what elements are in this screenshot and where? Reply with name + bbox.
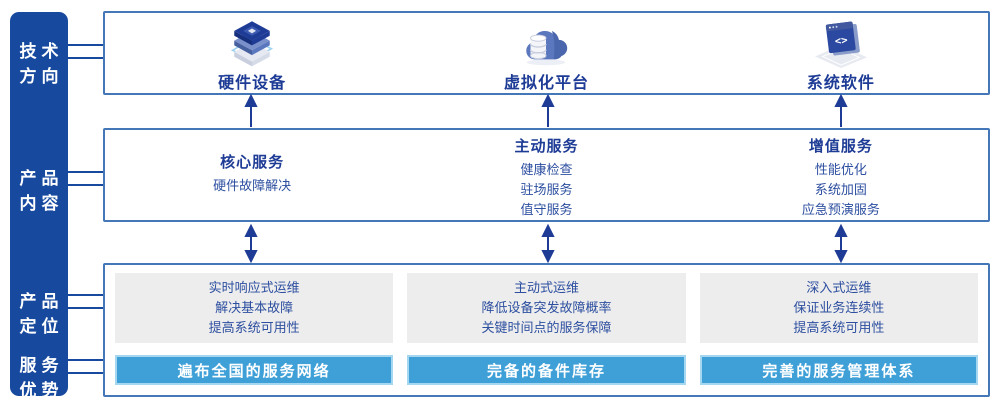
service-item: 硬件故障解决 — [213, 178, 292, 193]
advantage-bar: 遍布全国的服务网络 — [115, 355, 394, 385]
position-column-1: 实时响应式运维 解决基本故障 提高系统可用性 遍布全国的服务网络 — [115, 273, 394, 387]
up-arrow — [834, 93, 848, 127]
service-heading: 核心服务 — [220, 154, 285, 171]
sidebar-label-line: 优势 — [19, 381, 64, 400]
position-description: 深入式运维 保证业务连续性 提高系统可用性 — [699, 273, 978, 343]
connector-line — [62, 44, 104, 46]
tech-direction-box: 硬件设备 虚拟化平台 — [103, 11, 990, 95]
sidebar-label-line: 内容 — [19, 194, 64, 213]
connector-line — [62, 307, 104, 309]
advantage-bar: 完善的服务管理体系 — [699, 355, 978, 385]
service-item: 驻场服务 — [520, 182, 573, 197]
product-content-box: 核心服务 硬件故障解决 主动服务 健康检查 驻场服务 值守服务 增值服务 性能优… — [103, 128, 990, 222]
sidebar-label-line: 产品 — [19, 292, 64, 311]
connector-line — [62, 372, 104, 374]
position-line: 降低设备突发故障概率 — [481, 300, 612, 315]
product-position-box: 实时响应式运维 解决基本故障 提高系统可用性 遍布全国的服务网络 主动式运维 降… — [103, 263, 990, 397]
position-line: 深入式运维 — [806, 280, 872, 295]
service-heading: 主动服务 — [514, 138, 579, 155]
connector-line — [62, 294, 104, 296]
connector-line — [62, 57, 104, 59]
service-item: 系统加固 — [814, 182, 867, 197]
service-item: 健康检查 — [520, 162, 573, 177]
tech-label: 虚拟化平台 — [503, 75, 589, 92]
position-line: 实时响应式运维 — [208, 280, 300, 295]
code-window-icon: <> — [812, 17, 870, 68]
service-column-proactive: 主动服务 健康检查 驻场服务 值守服务 — [399, 130, 693, 220]
tech-label: 系统软件 — [806, 75, 875, 92]
tech-label: 硬件设备 — [218, 75, 287, 92]
tech-column-hardware: 硬件设备 — [105, 13, 399, 93]
double-arrow — [834, 223, 848, 264]
advantage-bar: 完备的备件库存 — [407, 355, 686, 385]
position-column-2: 主动式运维 降低设备突发故障概率 关键时间点的服务保障 完备的备件库存 — [407, 273, 686, 387]
position-line: 保证业务连续性 — [793, 300, 885, 315]
position-line: 提高系统可用性 — [793, 320, 885, 335]
position-line: 主动式运维 — [513, 280, 579, 295]
sidebar-label-line: 产品 — [19, 169, 64, 188]
server-stack-icon — [223, 17, 281, 68]
position-line: 关键时间点的服务保障 — [481, 320, 612, 335]
tech-column-virtualization: 虚拟化平台 — [399, 13, 693, 93]
service-column-value-added: 增值服务 性能优化 系统加固 应急预演服务 — [694, 130, 988, 220]
service-item: 性能优化 — [814, 162, 867, 177]
service-column-core: 核心服务 硬件故障解决 — [105, 130, 399, 220]
sidebar-label-product-position: 产品 定位 — [10, 289, 68, 339]
sidebar-label-line: 方向 — [19, 67, 64, 86]
svg-text:<>: <> — [834, 34, 848, 47]
connector-line — [62, 184, 104, 186]
sidebar-label-product-content: 产品 内容 — [10, 166, 68, 216]
sidebar-label-line: 技术 — [19, 42, 64, 61]
sidebar-label-tech-direction: 技术 方向 — [10, 39, 68, 89]
up-arrow — [541, 93, 555, 127]
service-item: 应急预演服务 — [801, 202, 880, 217]
service-heading: 增值服务 — [808, 138, 873, 155]
connector-line — [62, 171, 104, 173]
sidebar-label-service-advantage: 服务 优势 — [10, 353, 68, 403]
cloud-database-icon — [517, 17, 575, 68]
up-arrow — [244, 93, 258, 127]
position-line: 解决基本故障 — [215, 300, 294, 315]
position-column-3: 深入式运维 保证业务连续性 提高系统可用性 完善的服务管理体系 — [699, 273, 978, 387]
position-description: 实时响应式运维 解决基本故障 提高系统可用性 — [115, 273, 394, 343]
position-description: 主动式运维 降低设备突发故障概率 关键时间点的服务保障 — [407, 273, 686, 343]
sidebar: 技术 方向 产品 内容 产品 定位 服务 优势 — [10, 12, 68, 400]
sidebar-label-line: 定位 — [19, 317, 64, 336]
double-arrow — [244, 223, 258, 264]
position-line: 提高系统可用性 — [208, 320, 300, 335]
double-arrow — [541, 223, 555, 264]
service-item: 值守服务 — [520, 202, 573, 217]
sidebar-label-line: 服务 — [19, 356, 64, 375]
tech-column-software: <> 系统软件 — [694, 13, 988, 93]
connector-line — [62, 359, 104, 361]
